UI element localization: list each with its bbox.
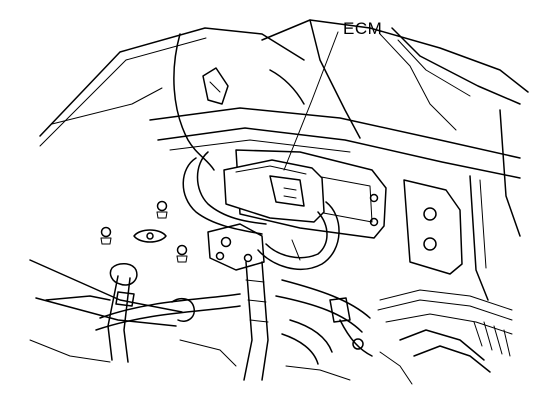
strut-tower — [469, 109, 521, 301]
fender-edge — [39, 27, 305, 147]
wiring-harness — [182, 151, 340, 271]
harness-drop — [243, 261, 269, 381]
ecm-connector — [223, 159, 325, 223]
lower-strut — [29, 259, 183, 363]
lower-right-bundle — [377, 289, 513, 373]
hood-clip — [202, 67, 229, 105]
side-bracket — [403, 179, 463, 275]
coolant-hose — [45, 293, 241, 331]
lower-frame — [29, 339, 413, 385]
harness-wire-left — [173, 33, 215, 171]
harness-bracket — [207, 223, 265, 271]
stud-bolts — [100, 200, 188, 263]
lower-right-hoses — [275, 279, 373, 365]
ecm-pointer-line — [283, 31, 339, 171]
bulkhead-beam — [149, 107, 521, 179]
cowl-panel — [261, 19, 529, 139]
ecm-callout-label: ECM — [343, 19, 383, 38]
